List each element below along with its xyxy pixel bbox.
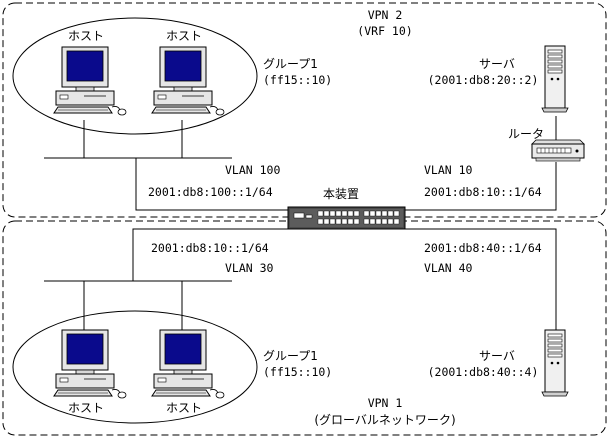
vpn1-server-label: サーバ (479, 349, 515, 363)
vpn1-host-2-icon (151, 329, 225, 399)
vlan30-name: VLAN 30 (225, 261, 274, 275)
vlan40-name: VLAN 40 (424, 261, 473, 275)
vpn2-host-1-icon (53, 46, 127, 116)
vpn1-group-ellipse (12, 310, 258, 424)
vlan100-addr: 2001:db8:100::1/64 (148, 185, 273, 199)
vpn2-host-2-icon (151, 46, 225, 116)
vpn2-host-2-label: ホスト (165, 29, 203, 43)
router-icon (531, 139, 585, 162)
vpn1-host-1-icon (53, 329, 127, 399)
vpn2-links (44, 116, 557, 211)
vpn1-server-icon (541, 329, 569, 397)
vpn1-server-addr: (2001:db8:40::4) (427, 365, 539, 379)
vpn2-host-1-label: ホスト (67, 29, 105, 43)
vlan30-addr: 2001:db8:10::1/64 (151, 241, 269, 255)
device-label: 本装置 (322, 187, 360, 201)
vpn2-server-addr: (2001:db8:20::2) (427, 73, 539, 87)
vpn2-server-icon (541, 45, 569, 113)
vpn2-server-label: サーバ (479, 57, 515, 71)
vpn2-group-addr: (ff15::10) (263, 73, 333, 87)
vpn1-group-name: グループ1 (263, 349, 318, 363)
vlan100-name: VLAN 100 (225, 163, 281, 177)
vlan40-addr: 2001:db8:40::1/64 (424, 241, 542, 255)
vpn1-title: VPN 1 (367, 396, 403, 410)
vpn1-host-1-label: ホスト (67, 401, 105, 415)
vpn1-subtitle: (グローバルネットワーク) (314, 413, 456, 427)
vpn2-subtitle: (VRF 10) (357, 24, 413, 38)
vpn2-group-ellipse (12, 17, 258, 135)
main-switch-icon (287, 206, 406, 230)
vpn2-title: VPN 2 (367, 8, 403, 22)
router-label: ルータ (508, 127, 545, 141)
vpn1-host-2-label: ホスト (165, 401, 203, 415)
vpn2-group-name: グループ1 (263, 57, 318, 71)
vlan10-addr: 2001:db8:10::1/64 (424, 185, 542, 199)
vlan10-name: VLAN 10 (424, 163, 473, 177)
vpn1-links (44, 228, 557, 330)
vpn1-group-addr: (ff15::10) (263, 365, 333, 379)
